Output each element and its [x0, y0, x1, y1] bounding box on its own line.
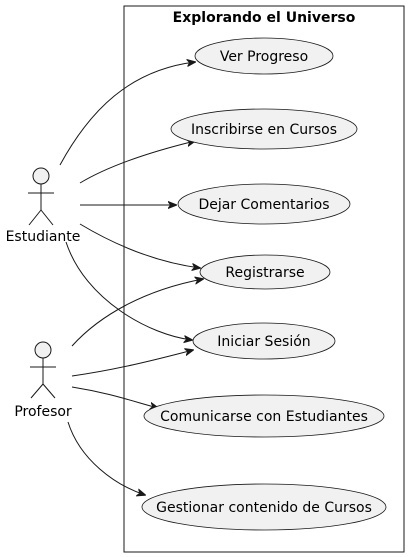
- use-case-iniciar-sesion: Iniciar Sesión: [192, 322, 336, 360]
- edge-profesor-comunicarse: [71, 386, 158, 408]
- use-case-gestionar-contenido: Gestionar contenido de Cursos: [141, 483, 387, 531]
- actor-estudiante: Estudiante: [6, 167, 81, 245]
- actor-profesor: Profesor: [14, 341, 72, 420]
- svg-text:Gestionar contenido de Cursos: Gestionar contenido de Cursos: [156, 500, 372, 516]
- edge-profesor-registrarse: [71, 279, 203, 347]
- use-case-registrarse: Registrarse: [199, 254, 331, 290]
- use-case-dejar-comentarios: Dejar Comentarios: [177, 183, 351, 225]
- system-title: Explorando el Universo: [173, 10, 356, 26]
- edge-estudiante-inscribirse: [79, 141, 195, 184]
- actor-label-estudiante: Estudiante: [6, 229, 81, 245]
- use-case-comunicarse-con-estudiantes: Comunicarse con Estudiantes: [143, 394, 385, 438]
- edge-estudiante-ver-progreso: [59, 62, 195, 166]
- use-case-ver-progreso: Ver Progreso: [194, 37, 334, 75]
- svg-text:Dejar Comentarios: Dejar Comentarios: [198, 197, 329, 213]
- edge-estudiante-registrarse: [79, 223, 200, 268]
- svg-text:Registrarse: Registrarse: [225, 265, 304, 281]
- edge-profesor-gestionar: [67, 421, 145, 495]
- svg-text:Inscribirse en Cursos: Inscribirse en Cursos: [191, 122, 337, 138]
- actor-head-icon: [34, 341, 52, 359]
- use-case-inscribirse-en-cursos: Inscribirse en Cursos: [170, 108, 358, 150]
- svg-text:Ver Progreso: Ver Progreso: [220, 49, 308, 65]
- svg-text:Iniciar Sesión: Iniciar Sesión: [217, 334, 310, 350]
- edge-estudiante-iniciar-sesion: [65, 241, 192, 340]
- system-boundary: [123, 5, 405, 553]
- svg-text:Comunicarse con Estudiantes: Comunicarse con Estudiantes: [160, 409, 368, 425]
- actor-head-icon: [32, 167, 50, 185]
- edge-profesor-iniciar-sesion: [71, 350, 193, 377]
- actor-label-profesor: Profesor: [14, 404, 72, 420]
